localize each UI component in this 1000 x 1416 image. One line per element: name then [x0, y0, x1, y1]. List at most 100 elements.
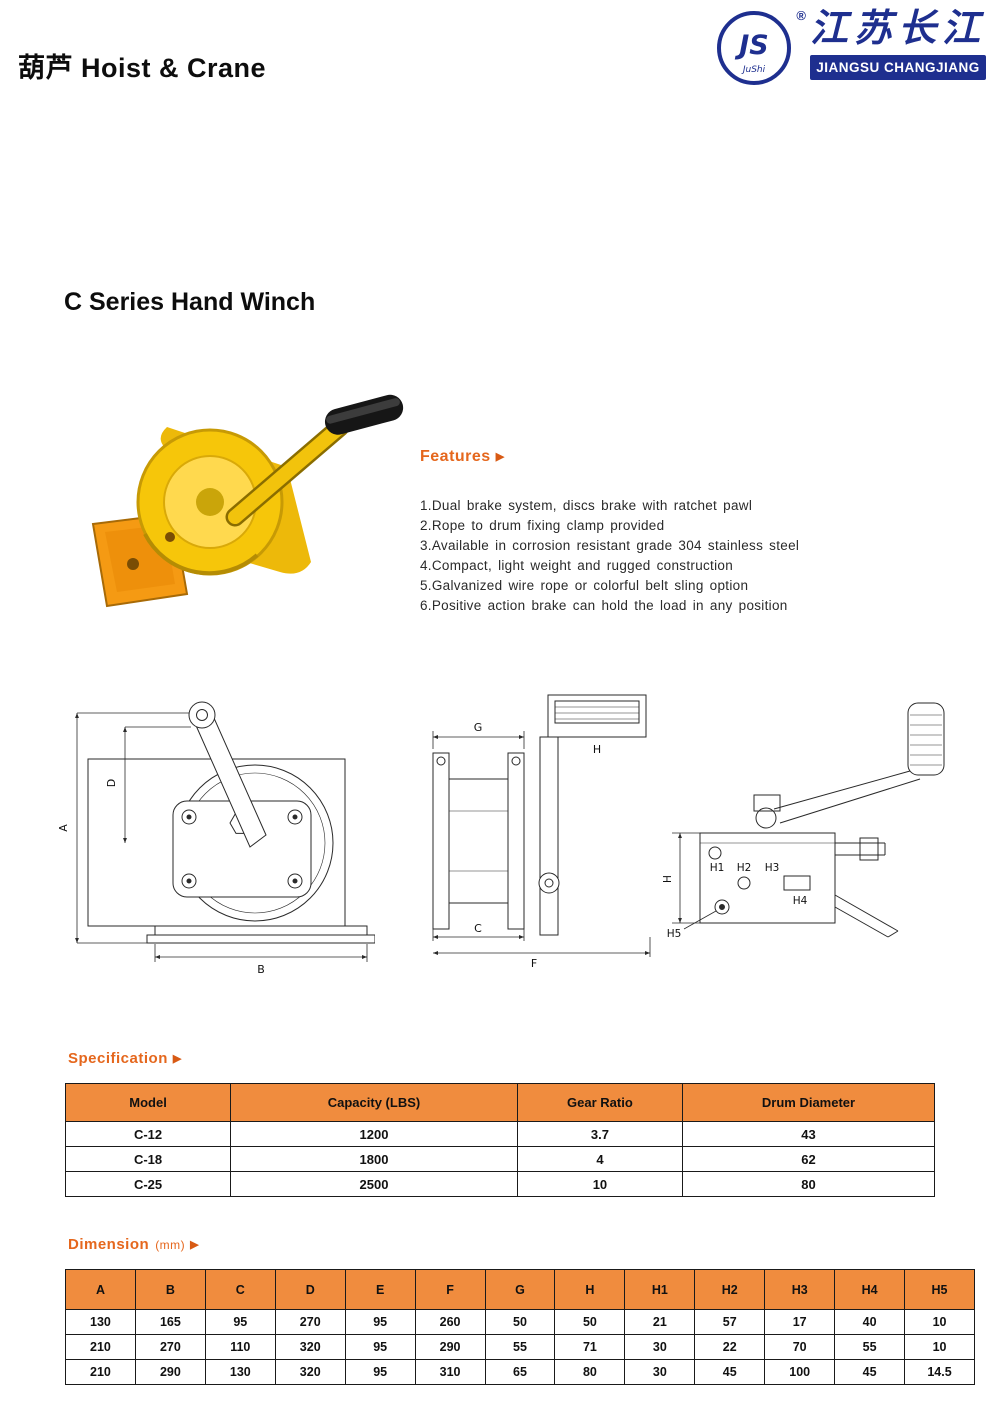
dim-cell: 95 — [204, 1309, 276, 1335]
spec-header-gear-ratio: Gear Ratio — [516, 1083, 683, 1122]
features-heading-text: Features — [420, 448, 491, 465]
dim-cell: 40 — [834, 1309, 906, 1335]
dim-cell: 45 — [834, 1359, 906, 1385]
dim-cell: 10 — [904, 1334, 975, 1360]
dim-cell: 165 — [134, 1309, 206, 1335]
features-section: Features▶ 1.Dual brake system, discs bra… — [420, 448, 960, 616]
table-row: 210 270 110 320 95 290 55 71 30 22 70 55… — [65, 1334, 975, 1360]
winch-bolt — [165, 532, 175, 542]
table-row: 210 290 130 320 95 310 65 80 30 45 100 4… — [65, 1359, 975, 1385]
dim-cell: 14.5 — [904, 1359, 975, 1385]
dim-header: G — [484, 1269, 556, 1310]
company-logo: JS JuShi ® 江苏长江 JIANGSU CHANGJIANG — [714, 8, 986, 88]
dim-cell: 10 — [904, 1309, 975, 1335]
side-view-drawing: G H C F — [432, 694, 651, 970]
specification-section: Specification ▶ Model Capacity (LBS) Gear… — [64, 1050, 936, 1197]
product-photo — [91, 394, 404, 608]
dim-cell: 45 — [694, 1359, 766, 1385]
dim-header: H5 — [904, 1269, 975, 1310]
dim-cell: 55 — [484, 1334, 556, 1360]
dim-cell: 95 — [344, 1334, 416, 1360]
dim-label-F: F — [531, 957, 537, 970]
dim-cell: 55 — [834, 1334, 906, 1360]
dim-label-G: G — [474, 721, 483, 734]
feature-item: 4.Compact, light weight and rugged const… — [420, 558, 734, 573]
spec-cell: 1800 — [230, 1146, 518, 1172]
dim-label-B: B — [257, 963, 265, 976]
dim-cell: 260 — [414, 1309, 486, 1335]
dim-header: E — [344, 1269, 416, 1310]
dim-cell: 17 — [764, 1309, 836, 1335]
dim-cell: 310 — [414, 1359, 486, 1385]
dim-label-H2: H2 — [737, 862, 752, 874]
features-heading: Features▶ — [420, 448, 960, 466]
feature-item: 5.Galvanized wire rope or colorful belt … — [420, 578, 749, 593]
dim-cell: 57 — [694, 1309, 766, 1335]
feature-list: 1.Dual brake system, discs brake with ra… — [420, 496, 960, 616]
dim-cell: 50 — [484, 1309, 556, 1335]
spec-cell: 62 — [681, 1146, 936, 1172]
dim-cell: 30 — [624, 1334, 696, 1360]
dimension-heading-text: Dimension — [68, 1236, 150, 1253]
specification-heading-text: Specification — [68, 1050, 168, 1067]
dim-cell: 210 — [65, 1334, 136, 1360]
logo-monogram-sub: JuShi — [741, 65, 766, 75]
table-row: C-25 2500 10 80 — [64, 1171, 936, 1197]
dim-header: B — [134, 1269, 206, 1310]
spec-header-capacity: Capacity (LBS) — [230, 1083, 518, 1122]
dim-label-H4: H4 — [793, 895, 808, 907]
dim-header: H3 — [764, 1269, 836, 1310]
spec-cell: 4 — [516, 1146, 683, 1172]
spec-header-model: Model — [64, 1083, 232, 1122]
dim-cell: 22 — [694, 1334, 766, 1360]
dim-cell: 21 — [624, 1309, 696, 1335]
jushi-logo-icon: JS JuShi — [714, 8, 794, 88]
dim-header: F — [414, 1269, 486, 1310]
top-view-drawing: H H1 H2 H3 H4 H5 — [662, 702, 945, 940]
dim-cell: 290 — [414, 1334, 486, 1360]
dim-cell: 110 — [204, 1334, 276, 1360]
table-row: 130 165 95 270 95 260 50 50 21 57 17 40 … — [65, 1309, 975, 1335]
feature-item: 1.Dual brake system, discs brake with ra… — [420, 498, 753, 513]
dim-cell: 100 — [764, 1359, 836, 1385]
dim-label-H3: H3 — [765, 862, 780, 874]
dim-cell: 320 — [274, 1359, 346, 1385]
brand-name-en: JIANGSU CHANGJIANG — [809, 54, 986, 80]
feature-item: 6.Positive action brake can hold the loa… — [420, 598, 788, 613]
spec-cell: 10 — [516, 1171, 683, 1197]
dimension-section: Dimension(mm)▶ A B C D E F G H H1 H2 H3 … — [65, 1236, 975, 1385]
feature-item: 2.Rope to drum fixing clamp provided — [420, 518, 665, 533]
logo-monogram: JS — [735, 30, 770, 61]
dim-cell: 30 — [624, 1359, 696, 1385]
dimension-table: A B C D E F G H H1 H2 H3 H4 H5 130 — [65, 1269, 975, 1385]
specification-heading: Specification ▶ — [65, 1050, 935, 1067]
dim-cell: 95 — [344, 1309, 416, 1335]
logo-text: 江苏长江 JIANGSU CHANGJIANG — [809, 8, 986, 80]
arrow-right-icon: ▶ — [172, 1053, 182, 1065]
dimension-unit: (mm) — [155, 1238, 186, 1252]
dim-header: H1 — [624, 1269, 696, 1310]
table-row: C-12 1200 3.7 43 — [64, 1121, 936, 1147]
dim-cell: 95 — [344, 1359, 416, 1385]
brand-title-en: Hoist & Crane — [81, 53, 267, 83]
winch-handle-grip — [324, 394, 404, 435]
front-view-drawing: A D B — [57, 701, 375, 976]
spec-cell-model: C-18 — [64, 1146, 232, 1172]
dim-header: H4 — [834, 1269, 906, 1310]
spec-header-row: Model Capacity (LBS) Gear Ratio Drum Dia… — [64, 1083, 936, 1122]
dim-cell: 130 — [204, 1359, 276, 1385]
spec-cell: 2500 — [230, 1171, 518, 1197]
spec-cell: 43 — [681, 1121, 936, 1147]
dimension-heading: Dimension(mm)▶ — [65, 1236, 975, 1253]
dim-label-H5: H5 — [667, 928, 682, 940]
dim-cell: 80 — [554, 1359, 626, 1385]
specification-table: Model Capacity (LBS) Gear Ratio Drum Dia… — [64, 1083, 936, 1197]
dim-cell: 70 — [764, 1334, 836, 1360]
dim-label-C: C — [474, 922, 482, 935]
dim-label-A: A — [57, 824, 70, 832]
spec-cell: 80 — [681, 1171, 936, 1197]
dim-header: D — [274, 1269, 346, 1310]
page-title: C Series Hand Winch — [64, 288, 316, 316]
dim-cell: 320 — [274, 1334, 346, 1360]
